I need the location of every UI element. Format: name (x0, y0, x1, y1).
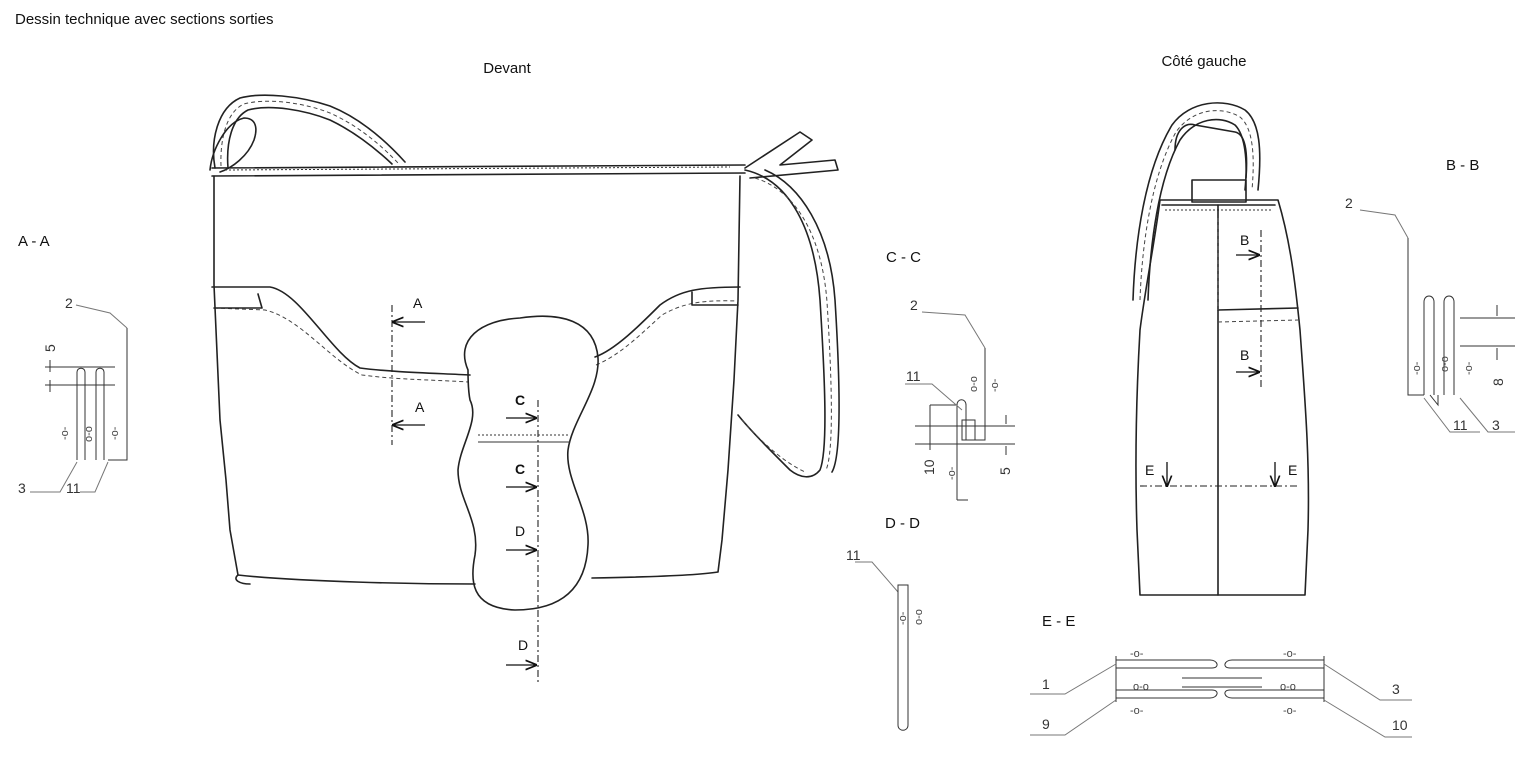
stitch-cc-bottom: -o- (946, 466, 958, 480)
stitch-aa-left: -o- (59, 426, 71, 440)
callout-aa-top: 2 (65, 295, 73, 311)
callout-bb-bottom-right: 3 (1492, 417, 1500, 433)
callout-bb-bottom-left: 11 (1453, 417, 1468, 433)
callout-ee-bottom-right: 10 (1392, 717, 1408, 733)
callout-ee-top-right: 3 (1392, 681, 1400, 697)
section-ee-drawing (1030, 656, 1412, 738)
cut-marker-a-top: A (413, 295, 423, 311)
cut-marker-d-bottom: D (518, 637, 528, 653)
callout-cc-top: 2 (910, 297, 918, 313)
stitch-aa-mid: o-o (83, 426, 95, 442)
stitch-ee-1: -o- (1130, 648, 1144, 660)
stitch-bb-left: -o- (1411, 361, 1423, 375)
section-dd-drawing (855, 561, 909, 731)
callout-aa-dim: 5 (42, 344, 58, 352)
front-view-drawing (209, 94, 840, 585)
stitch-cc-top-right: -o- (989, 378, 1001, 392)
cut-marker-a-bottom: A (415, 399, 425, 415)
section-label-bb: B - B (1446, 157, 1479, 174)
callout-ee-bottom-left: 9 (1042, 716, 1050, 732)
callout-bb-dim: 8 (1490, 378, 1506, 386)
stitch-bb-right: -o- (1463, 361, 1475, 375)
cut-marker-e-left: E (1145, 462, 1154, 478)
callout-bb-top: 2 (1345, 195, 1353, 211)
stitch-dd-right: o-o (913, 609, 925, 625)
stitch-cc-top-left: o-o (968, 376, 980, 392)
cut-marker-b-bottom: B (1240, 347, 1249, 363)
stitch-dd-left: -o- (897, 611, 909, 625)
cut-marker-e-right: E (1288, 462, 1297, 478)
stitch-aa-right: -o- (109, 426, 121, 440)
section-label-aa: A - A (18, 233, 50, 250)
stitch-ee-6: -o- (1283, 705, 1297, 717)
stitch-ee-4: o-o (1280, 681, 1296, 693)
callout-cc-mid: 11 (906, 368, 921, 384)
callout-cc-dim-right: 5 (997, 467, 1013, 475)
section-aa-drawing (30, 304, 128, 493)
side-cut-lines (1140, 230, 1300, 486)
side-view-drawing (1132, 102, 1310, 596)
callout-ee-top-left: 1 (1042, 676, 1050, 692)
callout-aa-bottom-left: 3 (18, 480, 26, 496)
cut-marker-c-top: C (515, 392, 525, 408)
stitch-ee-2: -o- (1283, 648, 1297, 660)
callout-dd-top: 11 (846, 547, 861, 563)
front-section-cutout (457, 315, 599, 611)
front-cut-lines (391, 305, 539, 682)
section-bb-drawing (1359, 209, 1515, 433)
section-label-dd: D - D (885, 515, 920, 532)
stitch-bb-mid: o-o (1439, 356, 1451, 372)
page-title: Dessin technique avec sections sorties (15, 11, 273, 28)
callout-cc-dim-left: 10 (921, 459, 937, 475)
section-label-cc: C - C (886, 249, 921, 266)
cut-marker-d-top: D (515, 523, 525, 539)
cut-marker-c-bottom: C (515, 461, 525, 477)
section-cc-drawing (905, 311, 1015, 501)
callout-aa-bottom-right: 11 (66, 480, 81, 496)
view-label-front: Devant (483, 60, 531, 77)
section-label-ee: E - E (1042, 613, 1075, 630)
stitch-ee-5: -o- (1130, 705, 1144, 717)
stitch-ee-3: o-o (1133, 681, 1149, 693)
cut-marker-b-top: B (1240, 232, 1249, 248)
view-label-left-side: Côté gauche (1161, 53, 1246, 70)
